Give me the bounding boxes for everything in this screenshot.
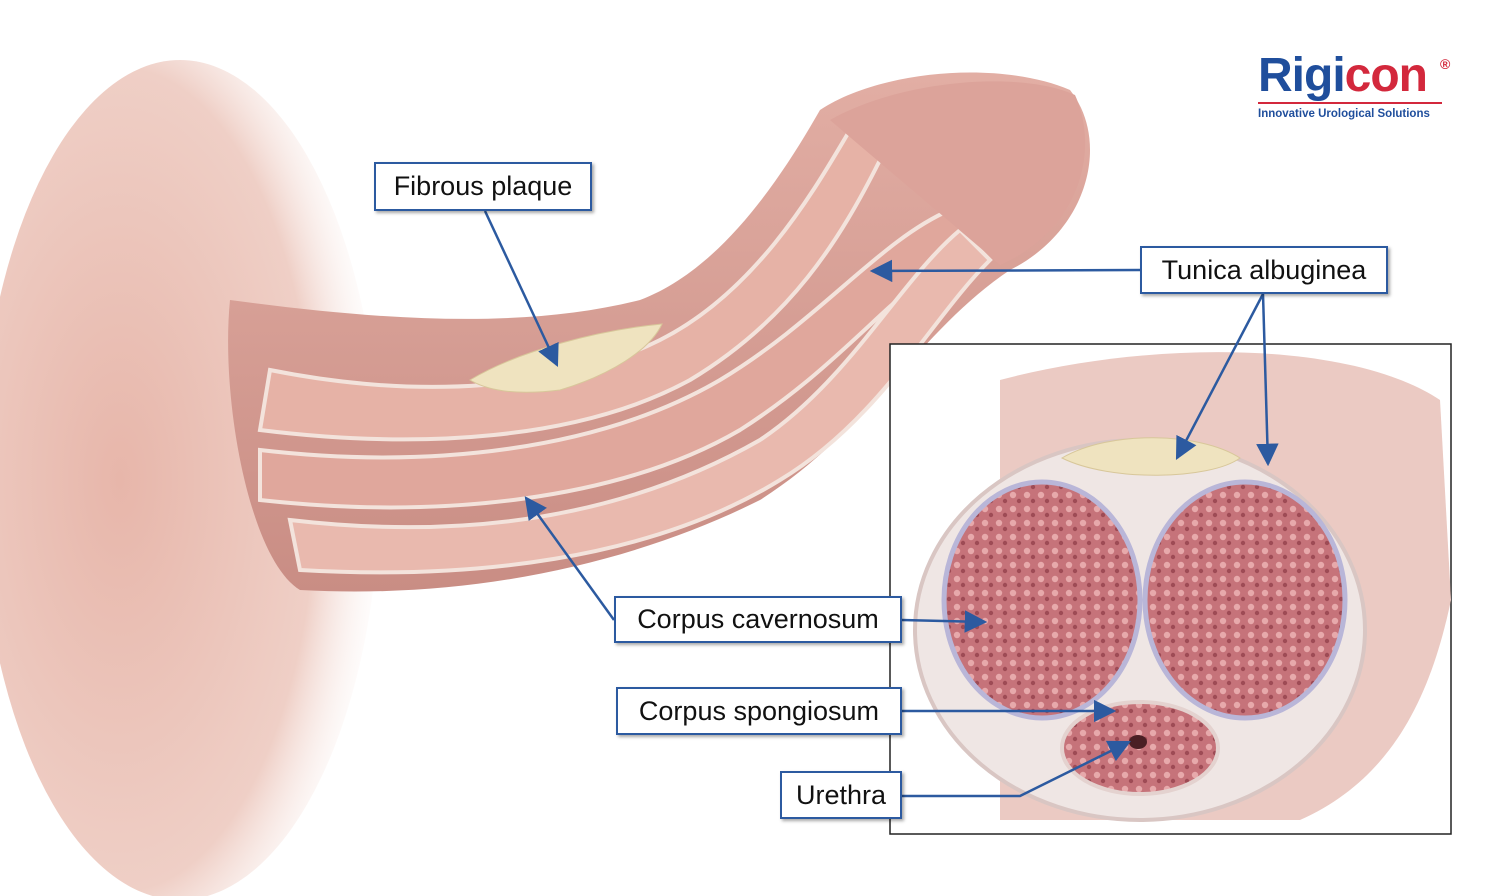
arrow-tunica-right <box>1256 293 1279 467</box>
urethra-lumen <box>1129 735 1147 749</box>
label-corpus-spongiosum: Corpus spongiosum <box>616 687 902 735</box>
cross-section-cavernosum-right <box>1142 479 1348 721</box>
arrow-cavernosum-cross <box>901 610 988 633</box>
rigicon-logo: Rigicon ® Innovative Urological Solution… <box>1258 52 1458 120</box>
arrow-tunica-left <box>1175 293 1265 460</box>
arrow-urethra <box>902 740 1132 798</box>
glans <box>830 81 1086 265</box>
body-torso <box>0 60 380 896</box>
logo-wordmark: Rigicon <box>1258 49 1428 102</box>
arrow-fibrous-plaque <box>483 210 559 368</box>
logo-tagline: Innovative Urological Solutions <box>1258 108 1430 120</box>
arrow-tunica-longitudinal <box>869 259 1141 283</box>
label-fibrous-plaque: Fibrous plaque <box>374 162 592 211</box>
label-corpus-cavernosum: Corpus cavernosum <box>614 596 902 643</box>
label-urethra: Urethra <box>780 771 902 819</box>
registered-mark: ® <box>1440 56 1451 72</box>
label-tunica-albuginea: Tunica albuginea <box>1140 246 1388 294</box>
leader-lines <box>483 210 1279 798</box>
cross-section-cavernosum-left <box>941 479 1143 721</box>
logo-underline <box>1258 102 1442 104</box>
spongiosum-section <box>287 227 993 575</box>
arrow-cavernosum-long <box>524 496 616 621</box>
